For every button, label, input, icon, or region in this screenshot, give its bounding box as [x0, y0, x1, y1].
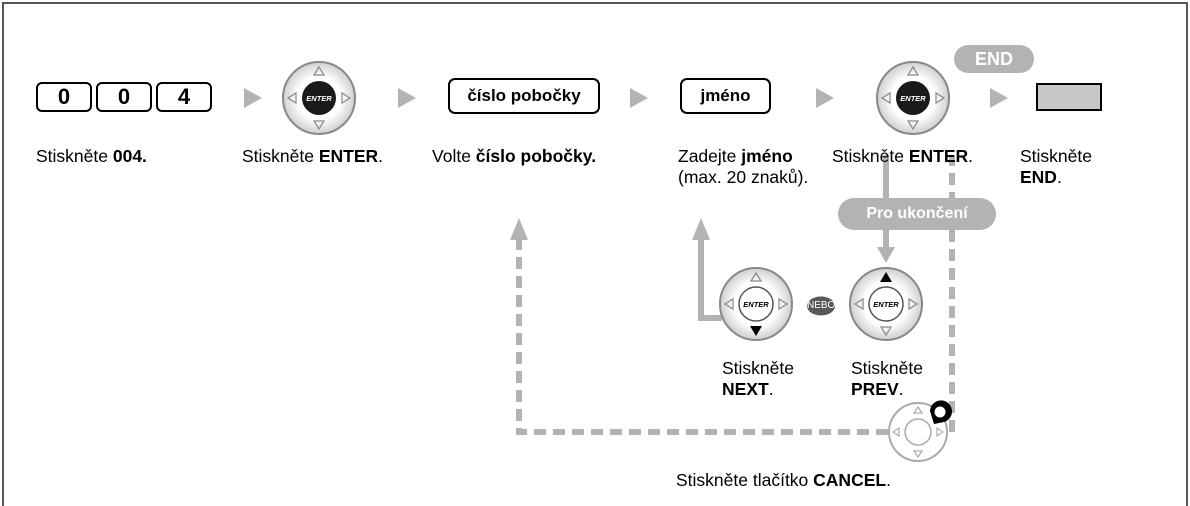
name-field: jméno	[680, 78, 771, 114]
navigator-enter-icon: ENTER	[282, 61, 356, 135]
step-arrow-4	[816, 88, 834, 108]
step-arrows	[244, 88, 1008, 108]
step-arrow-1	[244, 88, 262, 108]
dial-key-4: 4	[156, 82, 212, 112]
nebo-badge	[807, 296, 835, 316]
cancel-loop-arrowhead	[510, 218, 528, 240]
caption-step-2: Stiskněte ENTER.	[242, 146, 384, 166]
caption-step-3: Volte číslo pobočky.	[432, 146, 597, 166]
caption-cancel: Stiskněte tlačítko CANCEL.	[676, 470, 891, 490]
caption-next: Stiskněte NEXT.	[722, 358, 794, 399]
navigator-enter-icon-2: ENTER	[876, 61, 950, 135]
step-arrow-3	[630, 88, 648, 108]
navigator-next-icon: ENTER	[719, 267, 793, 341]
svg-text:ENTER: ENTER	[873, 300, 899, 309]
svg-text:ENTER: ENTER	[306, 94, 332, 103]
finish-badge: Pro ukončení	[838, 198, 996, 230]
end-badge-label: END	[974, 49, 1013, 69]
step-arrow-5	[990, 88, 1008, 108]
next-return-line	[698, 238, 722, 321]
finish-badge-label: Pro ukončení	[866, 205, 968, 222]
svg-text:ENTER: ENTER	[900, 94, 926, 103]
branch-number-field: číslo pobočky	[448, 78, 600, 114]
dial-key-0a: 0	[36, 82, 92, 112]
caption-step-4: Zadejte jméno (max. 20 znaků).	[678, 146, 809, 187]
cancel-button-icon	[930, 400, 952, 424]
end-button	[1036, 83, 1102, 111]
end-badge	[954, 45, 1034, 73]
to-prev-arrowhead	[877, 247, 895, 263]
dial-key-0b: 0	[96, 82, 152, 112]
svg-text:ENTER: ENTER	[743, 300, 769, 309]
caption-step-5: Stiskněte ENTER.	[832, 146, 974, 166]
step-arrow-2	[398, 88, 416, 108]
caption-prev: Stiskněte PREV.	[851, 358, 923, 399]
navigator-prev-icon: ENTER	[849, 267, 923, 341]
name-return-arrowhead	[692, 218, 710, 240]
caption-step-6: Stiskněte END.	[1020, 146, 1092, 187]
nebo-label: NEBO	[807, 300, 836, 311]
caption-step-1: Stiskněte 004.	[36, 146, 147, 166]
